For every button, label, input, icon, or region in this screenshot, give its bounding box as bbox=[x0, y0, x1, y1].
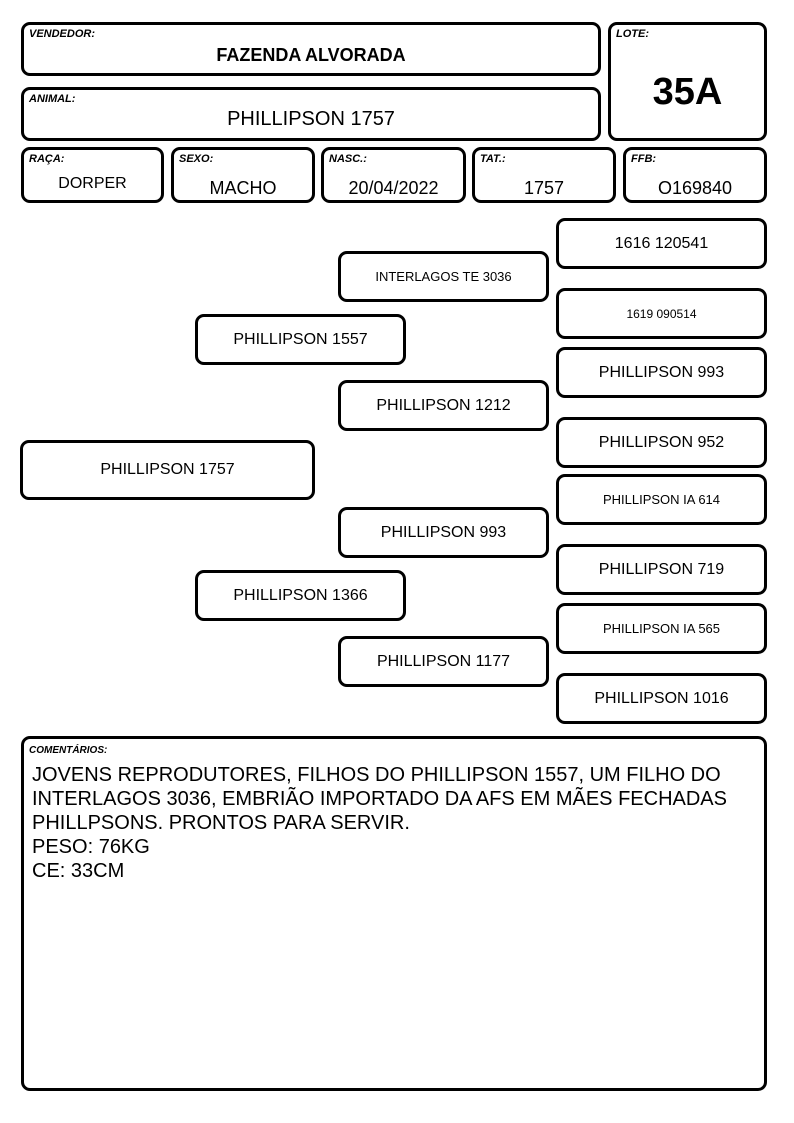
comments-line: CE: 33CM bbox=[32, 860, 125, 882]
pedigree-ggp-2: 1619 090514 bbox=[556, 288, 767, 339]
seller-name: FAZENDA ALVORADA bbox=[216, 45, 406, 65]
pedigree-ggp-6: PHILLIPSON 719 bbox=[556, 544, 767, 595]
comments-line: PESO: 76KG bbox=[32, 836, 150, 858]
pedigree-dam-dam: PHILLIPSON 1177 bbox=[338, 636, 549, 687]
comments-line: PHILLPSONS. PRONTOS PARA SERVIR. bbox=[32, 812, 410, 834]
lot-label: LOTE: bbox=[616, 28, 649, 40]
pedigree-animal: PHILLIPSON 1757 bbox=[20, 440, 315, 500]
pedigree-dam-sire: PHILLIPSON 993 bbox=[338, 507, 549, 558]
comments-label: COMENTÁRIOS: bbox=[29, 745, 108, 756]
lot-box: LOTE: 35A bbox=[608, 22, 767, 141]
tattoo-value: 1757 bbox=[523, 178, 565, 198]
ffb-box: FFB: O169840 bbox=[623, 147, 767, 203]
breed-label: RAÇA: bbox=[29, 153, 65, 165]
seller-label: VENDEDOR: bbox=[29, 28, 96, 40]
pedigree-ggp-4: PHILLIPSON 952 bbox=[556, 417, 767, 468]
pedigree-dam: PHILLIPSON 1366 bbox=[195, 570, 406, 621]
animal-label: ANIMAL: bbox=[29, 93, 76, 105]
breed-box: RAÇA: DORPER bbox=[21, 147, 164, 203]
seller-box: VENDEDOR: FAZENDA ALVORADA bbox=[21, 22, 601, 76]
sex-value: MACHO bbox=[209, 178, 277, 198]
birth-box: NASC.: 20/04/2022 bbox=[321, 147, 466, 203]
pedigree-sire-sire: INTERLAGOS TE 3036 bbox=[338, 251, 549, 302]
ffb-value: O169840 bbox=[657, 178, 733, 198]
comments-line: JOVENS REPRODUTORES, FILHOS DO PHILLIPSO… bbox=[32, 764, 721, 786]
comments-line: INTERLAGOS 3036, EMBRIÃO IMPORTADO DA AF… bbox=[32, 788, 727, 810]
birth-value: 20/04/2022 bbox=[348, 178, 439, 198]
pedigree-ggp-1: 1616 120541 bbox=[556, 218, 767, 269]
animal-box: ANIMAL: PHILLIPSON 1757 bbox=[21, 87, 601, 141]
lot-number: 35A bbox=[652, 71, 723, 113]
pedigree-ggp-3: PHILLIPSON 993 bbox=[556, 347, 767, 398]
tattoo-label: TAT.: bbox=[480, 153, 506, 165]
pedigree-ggp-7: PHILLIPSON IA 565 bbox=[556, 603, 767, 654]
comments-text: JOVENS REPRODUTORES, FILHOS DO PHILLIPSO… bbox=[32, 763, 756, 883]
pedigree-sire: PHILLIPSON 1557 bbox=[195, 314, 406, 365]
pedigree-ggp-5: PHILLIPSON IA 614 bbox=[556, 474, 767, 525]
sex-box: SEXO: MACHO bbox=[171, 147, 315, 203]
pedigree-sire-dam: PHILLIPSON 1212 bbox=[338, 380, 549, 431]
ffb-label: FFB: bbox=[631, 153, 657, 165]
pedigree-ggp-8: PHILLIPSON 1016 bbox=[556, 673, 767, 724]
birth-label: NASC.: bbox=[329, 153, 367, 165]
sex-label: SEXO: bbox=[179, 153, 214, 165]
breed-value: DORPER bbox=[58, 175, 127, 192]
animal-name: PHILLIPSON 1757 bbox=[227, 108, 395, 130]
tattoo-box: TAT.: 1757 bbox=[472, 147, 616, 203]
comments-box: COMENTÁRIOS: JOVENS REPRODUTORES, FILHOS… bbox=[21, 736, 767, 1091]
